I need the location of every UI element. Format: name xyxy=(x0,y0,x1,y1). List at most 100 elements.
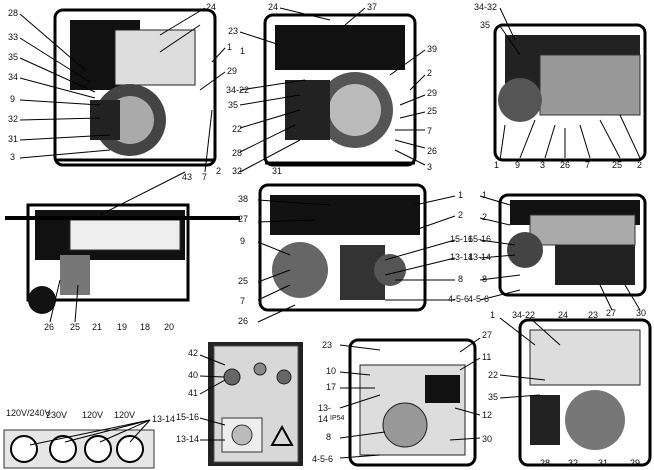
callout-9: 9 xyxy=(10,94,16,104)
callout-13-14: 13-14 xyxy=(176,434,200,444)
callout-42: 42 xyxy=(188,348,199,358)
callout-34-22: 34-22 xyxy=(226,85,250,95)
socket-label-120-240v: 120V/240V xyxy=(6,408,51,418)
callout-2: 2 xyxy=(637,160,643,170)
callout-2: 2 xyxy=(482,212,488,222)
callout-25: 25 xyxy=(238,276,249,286)
callout-35: 35 xyxy=(480,20,491,30)
callout-27: 27 xyxy=(238,214,249,224)
view-1-generator xyxy=(53,8,217,167)
callout-11: 11 xyxy=(482,352,492,362)
callout-1: 1 xyxy=(482,190,488,200)
callout-30: 30 xyxy=(636,308,647,318)
socket-label-230v: 230V xyxy=(46,410,68,420)
callout-27: 27 xyxy=(606,308,617,318)
view-4-welder xyxy=(5,203,240,314)
callout-26: 26 xyxy=(427,146,438,156)
socket-label-120v-b: 120V xyxy=(114,410,136,420)
callout-18: 18 xyxy=(140,322,151,332)
callout-43: 43 xyxy=(182,172,193,182)
view-2-generator xyxy=(263,13,417,167)
callout-4-5-6: 4-5-6 xyxy=(468,294,490,304)
callout-26: 26 xyxy=(44,322,55,332)
callout-29: 29 xyxy=(427,88,438,98)
callout-41: 41 xyxy=(188,388,199,398)
callout-7: 7 xyxy=(202,172,208,182)
callout-21: 21 xyxy=(92,322,103,332)
view-3-generator xyxy=(493,23,647,162)
callout-ip54: IP54 xyxy=(330,415,345,422)
callout-15-16: 15-16 xyxy=(450,234,474,244)
callout-28: 28 xyxy=(8,8,19,18)
callout-1: 1 xyxy=(494,160,500,170)
callout-26: 26 xyxy=(560,160,571,170)
callout-24: 24 xyxy=(206,2,217,12)
callout-15-16: 15-16 xyxy=(176,412,200,422)
callout-9: 9 xyxy=(515,160,521,170)
callout-17: 17 xyxy=(326,382,337,392)
callout-31: 31 xyxy=(598,458,609,468)
callout-13: 13- xyxy=(318,403,332,413)
callout-1: 1 xyxy=(490,310,496,320)
callout-34-32: 34-32 xyxy=(474,2,498,12)
callout-13-14: 13-14 xyxy=(450,252,474,262)
callout-3: 3 xyxy=(540,160,546,170)
callout-37: 37 xyxy=(367,2,378,12)
callout-9: 9 xyxy=(240,236,246,246)
socket-label-120v-a: 120V xyxy=(82,410,104,420)
callout-23: 23 xyxy=(322,340,333,350)
view-10-sockets xyxy=(3,429,155,469)
callout-35: 35 xyxy=(488,392,499,402)
view-6-generator xyxy=(498,193,647,297)
callout-22: 22 xyxy=(488,370,499,380)
callout-34-22: 34-22 xyxy=(512,310,536,320)
callout-8: 8 xyxy=(482,274,488,284)
callout-35: 35 xyxy=(8,52,19,62)
callout-14: 14 xyxy=(318,414,329,424)
leader-lines xyxy=(19,7,641,459)
callout-7: 7 xyxy=(427,126,433,136)
callout-25: 25 xyxy=(612,160,623,170)
callout-23: 23 xyxy=(228,26,239,36)
callout-33: 33 xyxy=(8,32,19,42)
callout-26: 26 xyxy=(238,316,249,326)
view-9-generator xyxy=(518,318,652,467)
callout-40: 40 xyxy=(188,370,199,380)
callout-27: 27 xyxy=(482,330,493,340)
callout-25: 25 xyxy=(70,322,81,332)
callout-20: 20 xyxy=(164,322,175,332)
callout-34: 34 xyxy=(8,72,19,82)
callout-31: 31 xyxy=(272,166,283,176)
callout-4-5-6: 4-5-6 xyxy=(448,294,470,304)
callout-1: 1 xyxy=(227,42,233,52)
callout-15-16: 15-16 xyxy=(468,234,492,244)
callout-38: 38 xyxy=(238,194,249,204)
callout-8: 8 xyxy=(326,432,332,442)
callout-25: 25 xyxy=(427,106,438,116)
callout-19: 19 xyxy=(117,322,128,332)
callout-23: 23 xyxy=(588,310,599,320)
callout-3: 3 xyxy=(427,162,433,172)
callout-31: 31 xyxy=(8,134,19,144)
callout-1: 1 xyxy=(240,46,246,56)
callout-24: 24 xyxy=(558,310,569,320)
callout-3: 3 xyxy=(10,152,16,162)
callout-29: 29 xyxy=(227,66,238,76)
callout-39: 39 xyxy=(427,44,438,54)
callout-29: 29 xyxy=(630,458,641,468)
callout-32: 32 xyxy=(8,114,19,124)
callout-13-14: 13-14 xyxy=(152,414,176,424)
callout-13-14: 13-14 xyxy=(468,252,492,262)
callout-24: 24 xyxy=(268,2,279,12)
callout-12: 12 xyxy=(482,410,493,420)
callout-10: 10 xyxy=(326,366,337,376)
callout-4-5-6: 4-5-6 xyxy=(312,454,334,464)
view-8-welder xyxy=(348,338,477,467)
view-5-generator xyxy=(258,183,427,312)
callout-7: 7 xyxy=(585,160,591,170)
callout-32: 32 xyxy=(568,458,579,468)
callout-30: 30 xyxy=(482,434,493,444)
callout-22: 22 xyxy=(232,124,243,134)
callout-7: 7 xyxy=(240,296,246,306)
